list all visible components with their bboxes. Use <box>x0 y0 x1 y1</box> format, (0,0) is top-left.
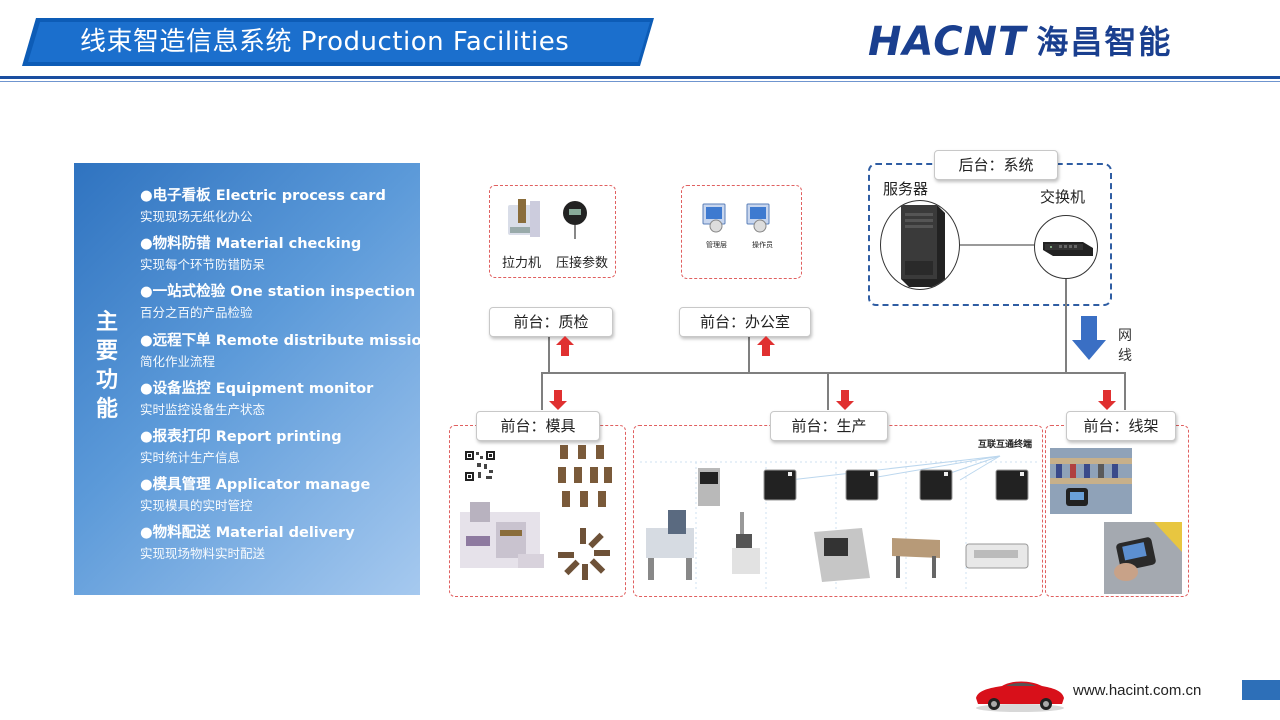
function-title: ●模具管理 Applicator manage <box>140 477 371 494</box>
function-item: ●物料防错 Material checking 实现每个环节防错防呆 <box>140 233 415 281</box>
rack-link <box>1124 372 1126 410</box>
function-title: ●设备监控 Equipment monitor <box>140 380 374 397</box>
admin-computer-icon <box>702 203 726 233</box>
function-desc: 实现每个环节防错防呆 <box>140 257 266 273</box>
network-arrow-icon <box>1072 316 1106 360</box>
side-char: 主 <box>95 310 118 335</box>
functions-list: ●电子看板 Electric process card 实现现场无纸化办公 ●物… <box>140 185 432 571</box>
functions-side-label: 主 要 功 能 <box>94 308 120 424</box>
mold-node: 前台：模具 <box>476 411 600 441</box>
mold-parts-icon <box>558 445 612 507</box>
function-title: ●一站式检验 One station inspection <box>140 284 416 301</box>
handheld-scanner-photo-icon <box>1104 522 1182 594</box>
quality-node: 前台：质检 <box>489 307 613 337</box>
function-item: ●报表打印 Report printing 实时统计生产信息 <box>140 426 415 474</box>
tensile-label: 拉力机 <box>502 256 542 271</box>
function-title: ●物料防错 Material checking <box>140 236 362 253</box>
footer-website-link[interactable]: www.hacint.com.cn <box>1073 682 1202 699</box>
function-item: ●一站式检验 One station inspection 百分之百的产品检验 <box>140 281 415 329</box>
function-item: ●设备监控 Equipment monitor 实时监控设备生产状态 <box>140 378 415 426</box>
production-line-illustration <box>640 455 1038 590</box>
production-node: 前台：生产 <box>770 411 888 441</box>
function-desc: 百分之百的产品检验 <box>140 305 253 321</box>
production-link <box>827 372 829 410</box>
office-node: 前台：办公室 <box>679 307 811 337</box>
function-title: ●报表打印 Report printing <box>140 428 342 445</box>
crimp-label: 压接参数 <box>556 256 609 271</box>
company-logo: HACNT 海昌智能 <box>868 22 1172 62</box>
server-switch-link <box>960 244 1034 246</box>
network-switch-icon <box>1043 242 1093 256</box>
interconnect-terminal-label: 互联互通终端 <box>978 440 1033 450</box>
function-item: ●模具管理 Applicator manage 实现模具的实时管控 <box>140 474 415 522</box>
function-title: ●电子看板 Electric process card <box>140 188 386 204</box>
logo-text-cn: 海昌智能 <box>1036 23 1173 61</box>
arrow-down-icon <box>549 390 567 410</box>
function-title: ●物料配送 Material delivery <box>140 525 355 542</box>
network-cable-label: 网 线 <box>1118 328 1132 364</box>
functions-panel: 主 要 功 能 ●电子看板 Electric process card 实现现场… <box>74 163 432 595</box>
function-desc: 实时统计生产信息 <box>140 449 241 465</box>
switch-label: 交换机 <box>1040 188 1086 206</box>
quality-link <box>548 334 550 373</box>
crimp-gauge-icon <box>563 201 587 239</box>
server-label: 服务器 <box>883 180 929 198</box>
rack-node: 前台：线架 <box>1066 411 1176 441</box>
applicator-machine-icon <box>460 502 544 568</box>
switch-image <box>1034 215 1098 279</box>
arrow-down-icon <box>836 390 854 410</box>
wire-rack-photo-icon <box>1050 448 1132 514</box>
server-icon <box>901 205 945 287</box>
tensile-machine-icon <box>508 199 540 237</box>
admin-label: 管理层 <box>706 241 727 249</box>
function-item: ●物料配送 Material delivery 实现现场物料实时配送 <box>140 522 415 570</box>
side-char: 要 <box>95 339 118 364</box>
function-desc: 简化作业流程 <box>140 353 216 369</box>
network-bus <box>541 372 1126 374</box>
side-char: 功 <box>95 368 118 393</box>
logo-text-en: HACNT <box>868 19 1027 65</box>
arrow-up-icon <box>556 336 574 356</box>
operator-computer-icon <box>746 203 770 233</box>
function-desc: 实现模具的实时管控 <box>140 498 253 514</box>
backend-node: 后台：系统 <box>934 150 1058 180</box>
server-image <box>880 200 960 290</box>
car-icon <box>976 681 1064 712</box>
header-divider-thin <box>0 81 1280 82</box>
header-divider <box>0 76 1280 79</box>
page-title: 线束智造信息系统 Production Facilities <box>80 27 570 57</box>
side-char: 能 <box>95 397 118 422</box>
title-banner <box>22 18 654 66</box>
function-item: ●远程下单 Remote distribute mission 简化作业流程 <box>140 330 432 378</box>
footer-accent-block <box>1242 680 1280 700</box>
function-desc: 实现现场无纸化办公 <box>140 209 253 224</box>
qr-code-icon <box>464 450 496 482</box>
mold-link <box>541 372 543 410</box>
arrow-down-icon <box>1098 390 1116 410</box>
switch-down-line <box>1065 279 1067 373</box>
function-desc: 实现现场物料实时配送 <box>140 546 266 562</box>
office-link <box>748 334 750 373</box>
function-title: ●远程下单 Remote distribute mission <box>140 332 432 349</box>
operator-label: 操作员 <box>752 241 773 249</box>
office-device-box <box>681 185 802 279</box>
function-desc: 实时监控设备生产状态 <box>140 401 266 417</box>
arrow-up-icon <box>757 336 775 356</box>
die-blades-icon <box>558 528 610 580</box>
function-item: ●电子看板 Electric process card 实现现场无纸化办公 <box>140 185 415 233</box>
quality-device-box <box>489 185 616 278</box>
